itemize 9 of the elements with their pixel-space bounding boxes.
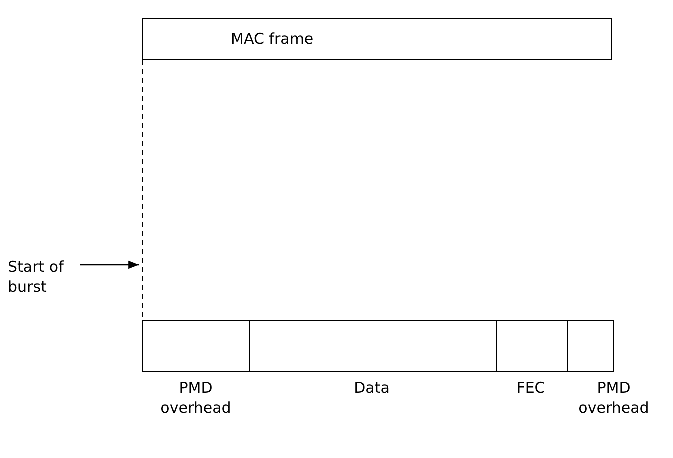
segment-label: PMD overhead	[578, 378, 650, 418]
segment-label: FEC	[516, 378, 546, 398]
connector-line	[142, 60, 144, 320]
frame-box	[142, 18, 612, 60]
annotation-text: Start of burst	[8, 257, 78, 297]
arrow	[80, 260, 139, 270]
frame-label: MAC frame	[231, 30, 314, 48]
segment-label: Data	[353, 378, 391, 398]
segment-label: PMD overhead	[160, 378, 232, 418]
